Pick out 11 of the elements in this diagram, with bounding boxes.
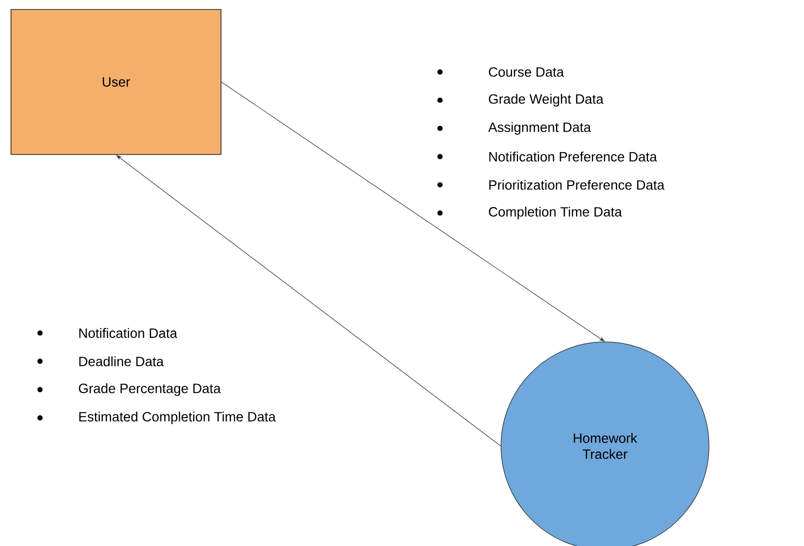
bullet-item: Notification Data: [37, 328, 178, 338]
bullet-item: Course Data: [437, 67, 564, 77]
bullet-item: Completion Time Data: [437, 206, 622, 220]
bullet-item: Deadline Data: [37, 356, 164, 366]
bullet-item: Assignment Data: [437, 122, 591, 135]
bullet-item: Grade Weight Data: [437, 94, 604, 106]
bullet-item: Notification Preference Data: [437, 152, 657, 162]
bullet-item: Prioritization Preference Data: [437, 180, 664, 190]
bullet-item: Estimated Completion Time Data: [37, 412, 276, 424]
bullet-item: Grade Percentage Data: [37, 383, 221, 396]
user-box: User: [10, 9, 222, 155]
